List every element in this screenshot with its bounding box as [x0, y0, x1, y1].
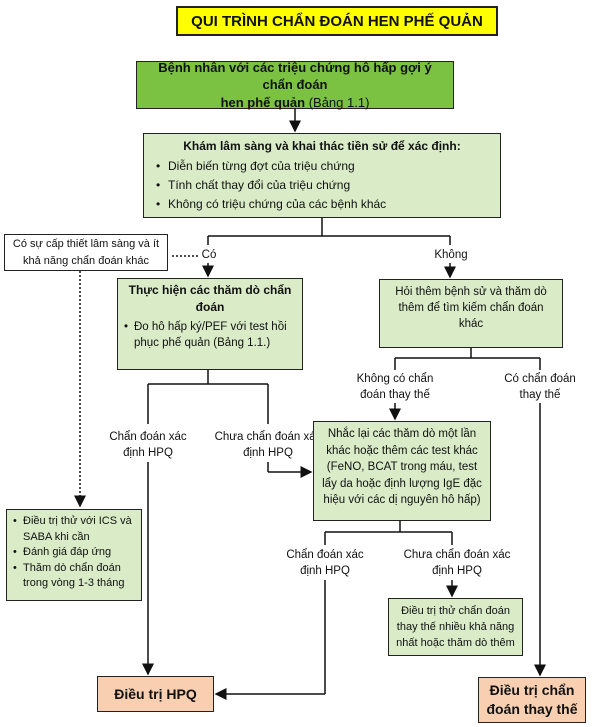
clinical-exam-list: Diễn biến từng đợt của triệu chứng Tính … [154, 157, 490, 214]
diagnostic-tests-heading: Thực hiện các thăm dò chẩn đoán [128, 283, 292, 314]
clinical-exam-item: Tính chất thay đổi của triệu chứng [156, 176, 490, 195]
patient-line2-bold: hen phế quản [220, 94, 306, 110]
clinical-exam-item: Không có triệu chứng của các bệnh khác [156, 195, 490, 214]
label-no: Không [431, 247, 471, 263]
urgent-note-box: Có sự cấp thiết lâm sàng và ít khả năng … [4, 234, 168, 271]
label-unconfirmed-hpq-1: Chưa chẩn đoán xác định HPQ [213, 429, 323, 461]
clinical-exam-heading: Khám lâm sàng và khai thác tiền sử để xá… [183, 139, 461, 153]
history-box: Hỏi thêm bệnh sử và thăm dò thêm để tìm … [379, 279, 563, 348]
patient-line2-rest: (Bảng 1.1) [305, 94, 370, 110]
clinical-exam-box: Khám lâm sàng và khai thác tiền sử để xá… [143, 133, 501, 218]
trial-treatment-item: Đánh giá đáp ứng [13, 545, 135, 561]
diagnostic-tests-item: Đo hô hấp ký/PEF với test hồi phục phế q… [124, 319, 296, 351]
label-yes: Có [198, 247, 220, 263]
label-confirmed-hpq-1: Chẩn đoán xác định HPQ [98, 429, 198, 461]
patient-line1: Bệnh nhân với các triệu chứng hô hấp gợi… [158, 59, 432, 93]
repeat-tests-box: Nhắc lại các thăm dò một lần khác hoặc t… [313, 421, 491, 521]
outcome-treat-hpq: Điều trị HPQ [97, 676, 214, 712]
page-title: QUI TRÌNH CHẨN ĐOÁN HEN PHẾ QUẢN [176, 6, 498, 36]
trial-treatment-box: Điều trị thử với ICS và SABA khi cần Đán… [6, 509, 142, 601]
trial-treatment-item: Điều trị thử với ICS và SABA khi cần [13, 514, 135, 545]
clinical-exam-item: Diễn biến từng đợt của triệu chứng [156, 157, 490, 176]
label-confirmed-hpq-2: Chẩn đoán xác định HPQ [275, 547, 375, 579]
trial-treatment-item: Thăm dò chẩn đoán trong vòng 1-3 tháng [13, 561, 135, 592]
label-has-alternative: Có chẩn đoán thay thế [496, 371, 584, 403]
outcome-treat-alternative: Điều trị chẩn đoán thay thế [478, 677, 586, 723]
label-unconfirmed-hpq-2: Chưa chẩn đoán xác định HPQ [402, 547, 512, 579]
label-no-alternative: Không có chẩn đoán thay thế [350, 371, 440, 403]
patient-symptoms-box: Bệnh nhân với các triệu chứng hô hấp gợi… [136, 59, 454, 110]
diagnostic-tests-box: Thực hiện các thăm dò chẩn đoán Đo hô hấ… [117, 278, 303, 370]
trial-alternative-box: Điều trị thử chẩn đoán thay thế nhiều kh… [388, 598, 523, 656]
